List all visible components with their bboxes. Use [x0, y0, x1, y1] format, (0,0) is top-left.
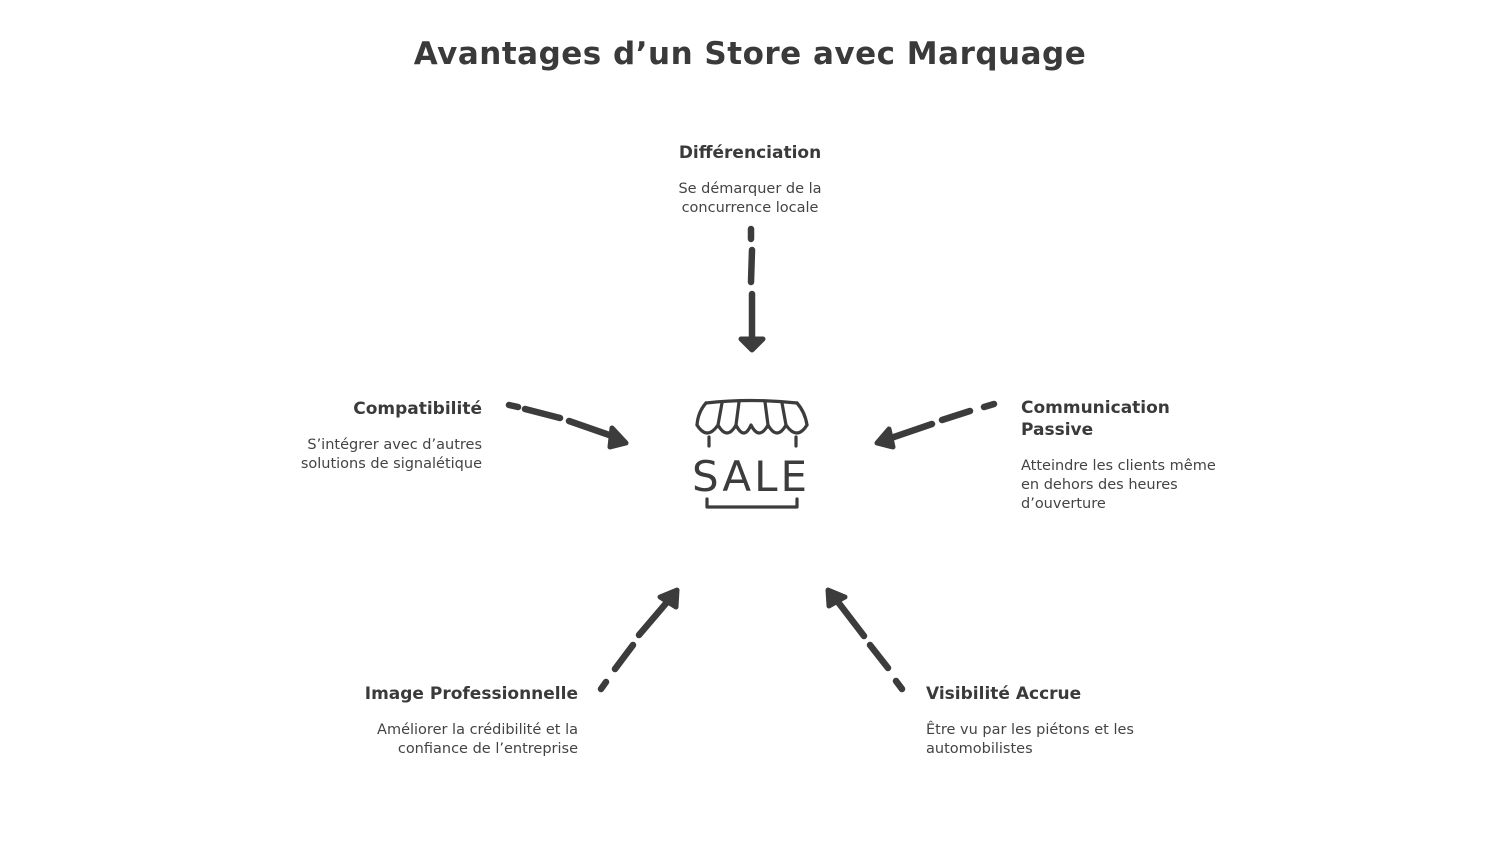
sale-label: SALE: [692, 452, 810, 501]
node-title: Visibilité Accrue: [926, 684, 1082, 704]
node-image-professionnelle: Image Professionnelle Améliorer la crédi…: [338, 683, 578, 759]
node-description: Améliorer la crédibilité et la confiance…: [377, 722, 578, 757]
node-visibilite-accrue: Visibilité Accrue Être vu par les piéton…: [926, 683, 1166, 759]
node-communication-passive: Communication Passive Atteindre les clie…: [1021, 397, 1236, 514]
storefront-sale-icon: [695, 398, 809, 509]
arrow-image-professionnelle: [597, 587, 680, 693]
node-description: Être vu par les piétons et les automobil…: [926, 722, 1134, 757]
node-description: Atteindre les clients même en dehors des…: [1021, 458, 1216, 512]
node-description: S’intégrer avec d’autres solutions de si…: [300, 437, 482, 472]
node-compatibilite: Compatibilité S’intégrer avec d’autres s…: [272, 398, 482, 474]
node-description: Se démarquer de la concurrence locale: [678, 181, 822, 216]
arrow-compatibilite: [505, 401, 629, 450]
arrow-differenciation: [738, 225, 766, 353]
arrow-visibilite-accrue: [825, 587, 906, 693]
node-differenciation: Différenciation Se démarquer de la concu…: [640, 142, 860, 218]
arrow-communication-passive: [874, 400, 998, 450]
diagram-title: Avantages d’un Store avec Marquage: [413, 36, 1087, 72]
node-title: Différenciation: [678, 143, 822, 163]
node-title: Communication Passive: [1021, 398, 1170, 440]
node-title: Compatibilité: [353, 399, 482, 419]
node-title: Image Professionnelle: [364, 684, 578, 704]
